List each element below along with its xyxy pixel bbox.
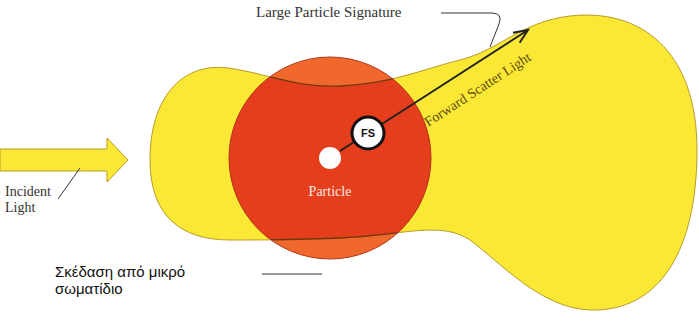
node-label: FS bbox=[350, 127, 386, 139]
leader-line bbox=[58, 168, 80, 199]
particle-circle: Particle FS bbox=[228, 56, 432, 260]
text-holder: FS bbox=[350, 127, 386, 139]
text-holder: Particle bbox=[300, 184, 360, 199]
label-holder: Σκέδαση από μικρό σωματίδιο bbox=[55, 263, 193, 298]
node-shape bbox=[228, 56, 432, 260]
incident-arrow bbox=[0, 138, 128, 182]
node-label: Particle bbox=[300, 184, 360, 199]
leader-line bbox=[441, 13, 500, 47]
annotation-label: Σκέδαση από μικρό σωματίδιο bbox=[55, 263, 193, 298]
leader-line bbox=[262, 274, 322, 275]
annotation-label: Large Particle Signature bbox=[256, 4, 438, 21]
annotation-label: Incident Light bbox=[5, 184, 67, 216]
fs-detector-circle: FS bbox=[350, 115, 386, 151]
label-holder: Large Particle Signature bbox=[256, 4, 438, 21]
signature-blob bbox=[150, 15, 697, 310]
label-holder: Incident Light bbox=[5, 184, 67, 216]
